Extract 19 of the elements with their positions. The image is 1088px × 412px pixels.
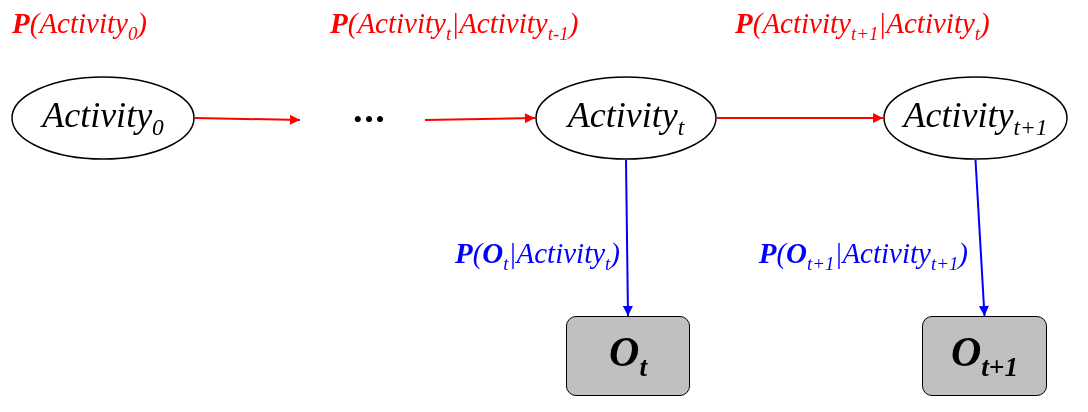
arrow [622, 159, 633, 317]
state-label: Activity$_{t+1}$ [903, 96, 1048, 140]
probability-label: P(Activity$_{t}$|Activity$_{t-1}$) [330, 8, 579, 45]
observation-box [566, 316, 690, 396]
state-ellipse [11, 76, 195, 160]
observation-label: O$_{t+1}$ [950, 331, 1019, 381]
arrow [716, 113, 884, 123]
arrow [974, 159, 989, 317]
state-ellipse [883, 76, 1068, 160]
observation-box [922, 316, 1047, 396]
probability-label: P(Activity$_{0}$) [12, 8, 148, 45]
state-label: Activity$_{t}$ [567, 96, 685, 140]
ellipsis-text: ••• [353, 107, 387, 133]
arrow [424, 113, 536, 124]
probability-label: P(Activity$_{t+1}$|Activity$_{t}$) [735, 8, 990, 45]
observation-label: O$_{t}$ [609, 331, 647, 381]
state-label: Activity$_{0}$ [42, 96, 164, 140]
state-ellipse [535, 76, 717, 160]
arrow [194, 114, 301, 125]
